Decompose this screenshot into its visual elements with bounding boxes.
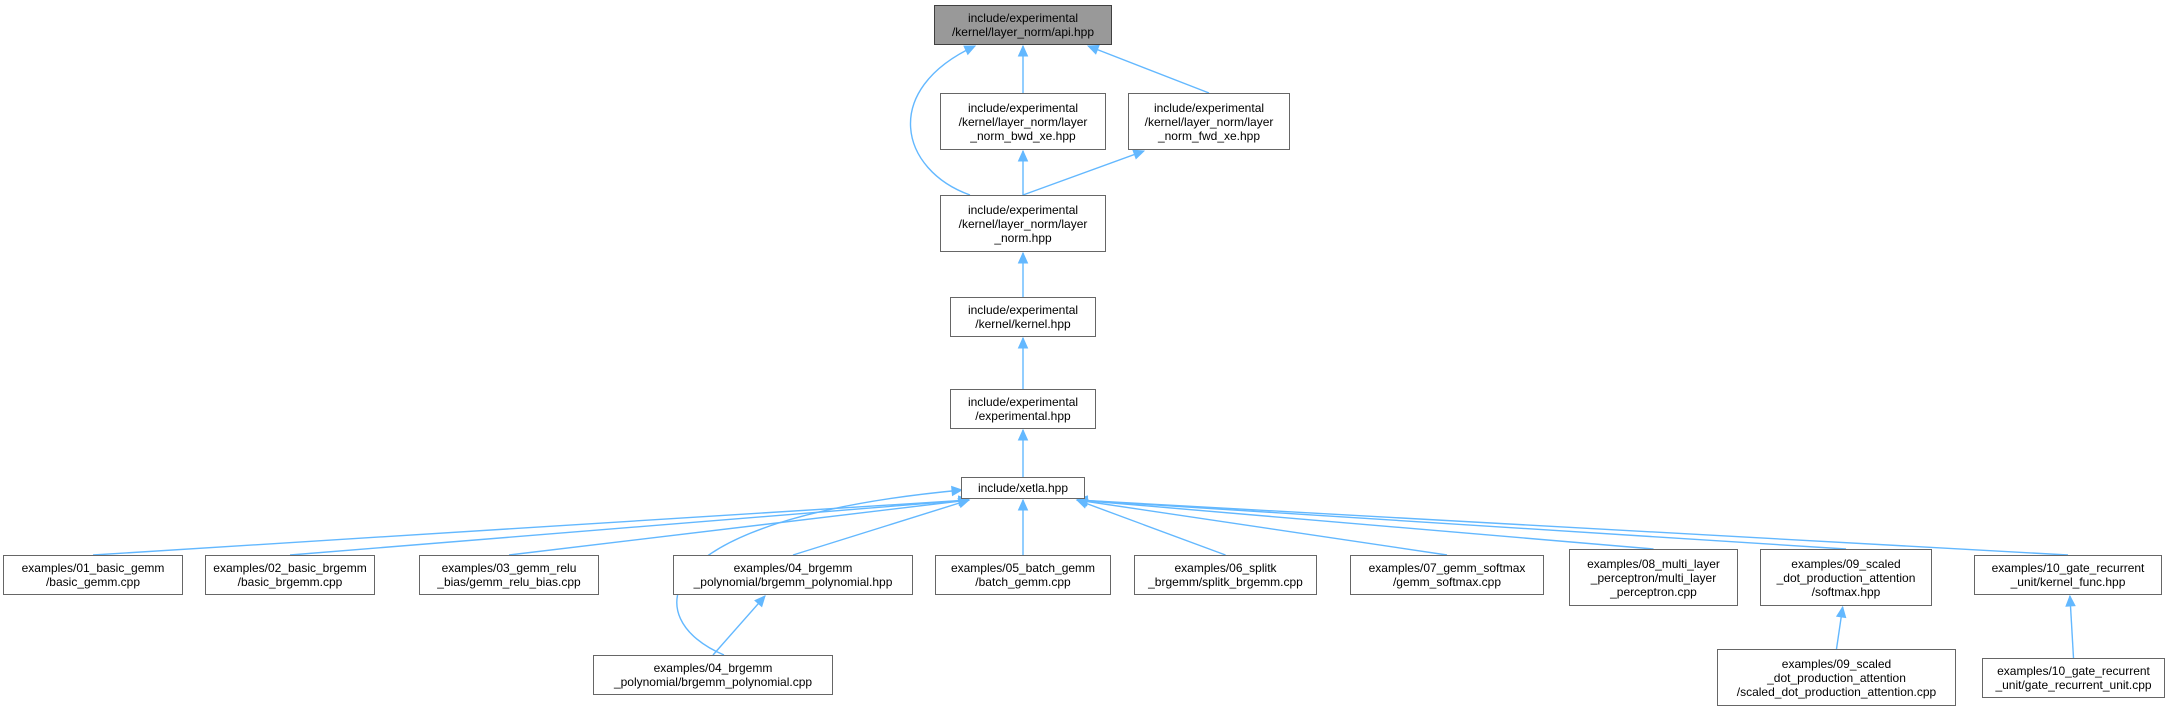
edge-arrowhead (1017, 428, 1029, 441)
node-ex10c[interactable]: examples/10_gate_recurrent_unit/gate_rec… (1982, 658, 2165, 698)
node-label-line: examples/03_gemm_relu (441, 561, 577, 575)
edge-ex09h-to-xetla (1076, 499, 1847, 550)
edge-arrowhead (754, 595, 766, 608)
edge-ex07-to-xetla (1076, 499, 1448, 556)
edge-fwd-to-api (1087, 45, 1210, 94)
node-label-line: _norm_fwd_xe.hpp (1157, 128, 1261, 143)
node-label-line: examples/09_scaled (1781, 656, 1892, 671)
node-label-line: include/xetla.hpp (977, 481, 1069, 495)
node-label-line: _brgemm/splitk_brgemm.cpp (1148, 575, 1303, 589)
node-label-line: /kernel/layer_norm/layer (958, 114, 1088, 129)
node-ex02[interactable]: examples/02_basic_brgemm/basic_brgemm.cp… (205, 555, 375, 595)
edge-ex04c-to-ex04h (712, 595, 766, 656)
node-label-line: include/experimental (967, 11, 1079, 25)
edge-arrowhead (1132, 149, 1146, 160)
node-bwd[interactable]: include/experimental/kernel/layer_norm/l… (940, 93, 1106, 150)
edge-ex06-to-xetla (1076, 499, 1226, 556)
edge-arrowhead (1086, 44, 1100, 55)
node-label-line: examples/01_basic_gemm (21, 561, 165, 575)
node-api: include/experimental/kernel/layer_norm/a… (934, 5, 1112, 45)
edge-ex04h-to-xetla (792, 499, 970, 556)
node-label-line: /kernel/kernel.hpp (975, 317, 1071, 331)
node-ex04h[interactable]: examples/04_brgemm_polynomial/brgemm_pol… (673, 555, 913, 595)
node-exp[interactable]: include/experimental/experimental.hpp (950, 389, 1096, 429)
edge-arrowhead (951, 485, 964, 497)
node-label-line: _norm_bwd_xe.hpp (970, 128, 1076, 143)
edge-arrowhead (957, 498, 971, 509)
node-label-line: _perceptron.cpp (1610, 584, 1697, 599)
node-xetla[interactable]: include/xetla.hpp (961, 477, 1085, 499)
edge-arrowhead (1017, 44, 1029, 57)
node-ex05[interactable]: examples/05_batch_gemm/batch_gemm.cpp (935, 555, 1111, 595)
node-label-line: _norm.hpp (994, 230, 1052, 245)
node-label-line: /gemm_softmax.cpp (1392, 575, 1502, 589)
edge-ex02-to-xetla (289, 499, 970, 556)
node-label-line: examples/05_batch_gemm (950, 561, 1096, 575)
node-ex07[interactable]: examples/07_gemm_softmax/gemm_softmax.cp… (1350, 555, 1544, 595)
node-ln[interactable]: include/experimental/kernel/layer_norm/l… (940, 195, 1106, 252)
edge-ex03-to-xetla (508, 499, 970, 556)
node-ex08[interactable]: examples/08_multi_layer_perceptron/multi… (1569, 549, 1738, 606)
node-ex01[interactable]: examples/01_basic_gemm/basic_gemm.cpp (3, 555, 183, 595)
edge-ln-to-fwd (1022, 150, 1145, 196)
node-label-line: examples/07_gemm_softmax (1368, 561, 1526, 575)
edge-arrowhead (1017, 251, 1029, 264)
node-label-line: include/experimental (967, 395, 1079, 409)
edge-arrowhead (1017, 498, 1029, 511)
node-label-line: examples/10_gate_recurrent (1991, 561, 2145, 575)
edge-ex01-to-xetla (92, 499, 970, 556)
node-label-line: examples/04_brgemm (653, 661, 773, 675)
node-label-line: /basic_gemm.cpp (45, 575, 141, 589)
edge-ex10h-to-xetla (1076, 499, 2069, 556)
node-label-line: /batch_gemm.cpp (975, 575, 1071, 589)
node-ex04c[interactable]: examples/04_brgemm_polynomial/brgemm_pol… (593, 655, 833, 695)
edge-arrowhead (1017, 149, 1029, 162)
node-ex10h[interactable]: examples/10_gate_recurrent_unit/kernel_f… (1974, 555, 2162, 595)
node-ex09c[interactable]: examples/09_scaled_dot_production_attent… (1717, 649, 1956, 706)
node-label-line: /kernel/layer_norm/layer (1144, 114, 1274, 129)
node-ex03[interactable]: examples/03_gemm_relu_bias/gemm_relu_bia… (419, 555, 599, 595)
node-label-line: /scaled_dot_production_attention.cpp (1736, 684, 1937, 699)
node-label-line: /kernel/layer_norm/layer (958, 216, 1088, 231)
node-label-line: _bias/gemm_relu_bias.cpp (437, 575, 581, 589)
edge-ex08-to-xetla (1076, 499, 1654, 550)
node-label-line: examples/08_multi_layer (1587, 556, 1720, 571)
node-label-line: _polynomial/brgemm_polynomial.hpp (693, 575, 893, 589)
node-label-line: /experimental.hpp (975, 409, 1071, 423)
edge-arrowhead (963, 45, 977, 56)
node-label-line: _polynomial/brgemm_polynomial.cpp (613, 675, 813, 689)
node-label-line: _unit/kernel_func.hpp (2010, 575, 2126, 589)
node-label-line: include/experimental (967, 100, 1079, 115)
node-ex09h[interactable]: examples/09_scaled_dot_production_attent… (1760, 549, 1932, 606)
node-label-line: _perceptron/multi_layer (1590, 570, 1717, 585)
node-label-line: include/experimental (1153, 100, 1265, 115)
node-label-line: examples/09_scaled (1791, 556, 1901, 571)
node-label-line: examples/06_splitk (1174, 561, 1277, 575)
edge-arrowhead (1835, 605, 1847, 619)
node-label-line: _unit/gate_recurrent_unit.cpp (1995, 678, 2152, 692)
edge-arrowhead (2065, 594, 2076, 607)
node-kernel[interactable]: include/experimental/kernel/kernel.hpp (950, 297, 1096, 337)
node-fwd[interactable]: include/experimental/kernel/layer_norm/l… (1128, 93, 1290, 150)
node-label-line: _dot_production_attention (1776, 570, 1916, 585)
edge-ln-to-api (909, 45, 976, 196)
node-label-line: examples/10_gate_recurrent (1997, 664, 2150, 678)
node-label-line: include/experimental (967, 303, 1079, 317)
node-label-line: _dot_production_attention (1767, 670, 1906, 685)
node-label-line: /kernel/layer_norm/api.hpp (951, 25, 1095, 39)
node-label-line: /softmax.hpp (1811, 584, 1881, 599)
node-label-line: examples/04_brgemm (733, 561, 853, 575)
node-label-line: /basic_brgemm.cpp (237, 575, 343, 589)
node-label-line: examples/02_basic_brgemm (213, 561, 367, 575)
node-label-line: include/experimental (967, 202, 1079, 217)
node-ex06[interactable]: examples/06_splitk_brgemm/splitk_brgemm.… (1134, 555, 1317, 595)
edge-arrowhead (1017, 336, 1029, 349)
